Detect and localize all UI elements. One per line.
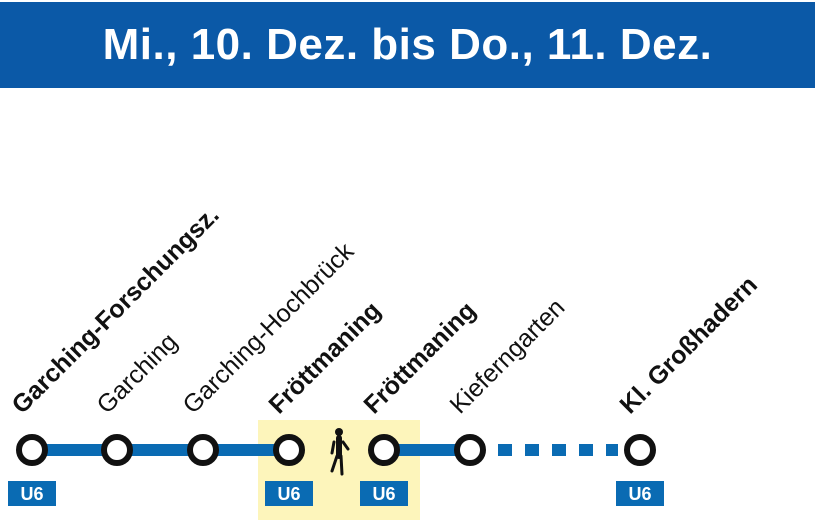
line-badge [265, 481, 313, 506]
station-name: Garching [91, 328, 183, 420]
line-badge-label: U6 [20, 484, 43, 504]
station-marker [273, 434, 305, 466]
line-badge-label: U6 [277, 484, 300, 504]
station-marker [101, 434, 133, 466]
station-marker [368, 434, 400, 466]
pedestrian-icon [330, 428, 350, 476]
station-marker [16, 434, 48, 466]
station-name: Kl. Großhadern [614, 271, 762, 419]
line-badge [616, 481, 664, 506]
station-name: Garching-Hochbrück [177, 237, 359, 419]
line-badge [360, 481, 408, 506]
station-marker [624, 434, 656, 466]
line-badge-label: U6 [628, 484, 651, 504]
station-marker [454, 434, 486, 466]
line-badge [8, 481, 56, 506]
station-marker [187, 434, 219, 466]
date-banner: Mi., 10. Dez. bis Do., 11. Dez. [0, 2, 815, 88]
line-badge-label: U6 [372, 484, 395, 504]
station: Garching [91, 328, 183, 466]
